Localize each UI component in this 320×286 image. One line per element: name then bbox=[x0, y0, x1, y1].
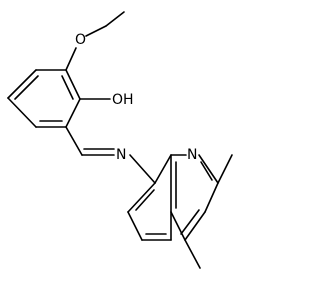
bond-q-c2-methyl bbox=[217, 154, 233, 184]
bond-n-to-quinoline bbox=[129, 154, 156, 184]
atom-label-hydroxyl: OH bbox=[112, 92, 134, 108]
bond-ethyl-terminal bbox=[105, 11, 125, 27]
bond-q-n1-c2 bbox=[198, 154, 219, 184]
bond-ether-ring bbox=[65, 47, 77, 71]
bond-ethyl-methylene bbox=[85, 25, 107, 37]
bond-q-c4-methyl bbox=[184, 239, 201, 269]
bond-phenol-5 bbox=[65, 98, 81, 128]
bond-q-c3-c4 bbox=[184, 211, 206, 241]
molecule-structure-diagram: O OH N N bbox=[7, 11, 233, 269]
bond-phenol-double-3 bbox=[61, 75, 74, 100]
bond-q-c7-c6 bbox=[127, 211, 143, 241]
bond-set bbox=[7, 11, 233, 269]
bond-phenol-2 bbox=[7, 69, 37, 99]
bond-q-c8-c7-double bbox=[135, 189, 155, 211]
atom-label-ring-nitrogen: N bbox=[187, 147, 197, 163]
bond-q-c2-c3 bbox=[204, 182, 219, 213]
bond-phenol-3 bbox=[7, 97, 37, 128]
atom-label-imine-nitrogen: N bbox=[116, 147, 126, 163]
bond-q-c8-c7 bbox=[127, 182, 156, 213]
bond-phenol-double-1 bbox=[14, 75, 39, 100]
atom-label-ether-oxygen: O bbox=[75, 32, 86, 48]
structure-svg: O OH N N bbox=[7, 11, 233, 269]
bond-ring-to-ch bbox=[65, 126, 83, 156]
atom-label-set: O OH N N bbox=[75, 32, 197, 163]
bond-q-c4-c4a bbox=[170, 211, 186, 241]
bond-q-c3-c4-double bbox=[180, 209, 200, 235]
bond-q-n1-c2-double bbox=[200, 161, 213, 181]
bond-phenol-6 bbox=[65, 69, 81, 100]
bond-q-c8a-c8 bbox=[154, 154, 172, 184]
